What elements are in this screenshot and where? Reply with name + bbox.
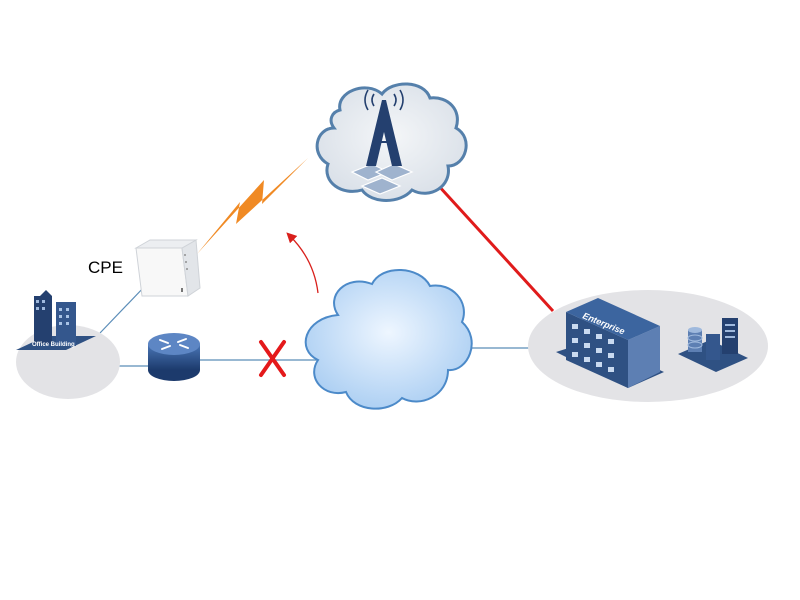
lte-to-enterprise-link (435, 182, 555, 313)
backup-path-arrow (286, 232, 319, 294)
internet-cloud-icon (304, 269, 473, 410)
router-icon (148, 333, 200, 381)
lte-tower-cloud (315, 82, 468, 202)
office-building-icon (16, 290, 96, 350)
enterprise-building-icon (556, 298, 664, 388)
lte-tower-icon (350, 89, 414, 195)
lightning-icon (197, 158, 308, 254)
server-icon (678, 318, 748, 372)
cpe-router-icon (134, 239, 201, 297)
office-building-label: Office Building (32, 342, 75, 348)
office-building-site: Office Building (16, 290, 120, 399)
fault-x-icon (259, 340, 286, 377)
cpe-label: CPE (88, 258, 123, 277)
enterprise-site: Enterprise (528, 290, 768, 402)
cpe-to-office-link (99, 284, 147, 334)
